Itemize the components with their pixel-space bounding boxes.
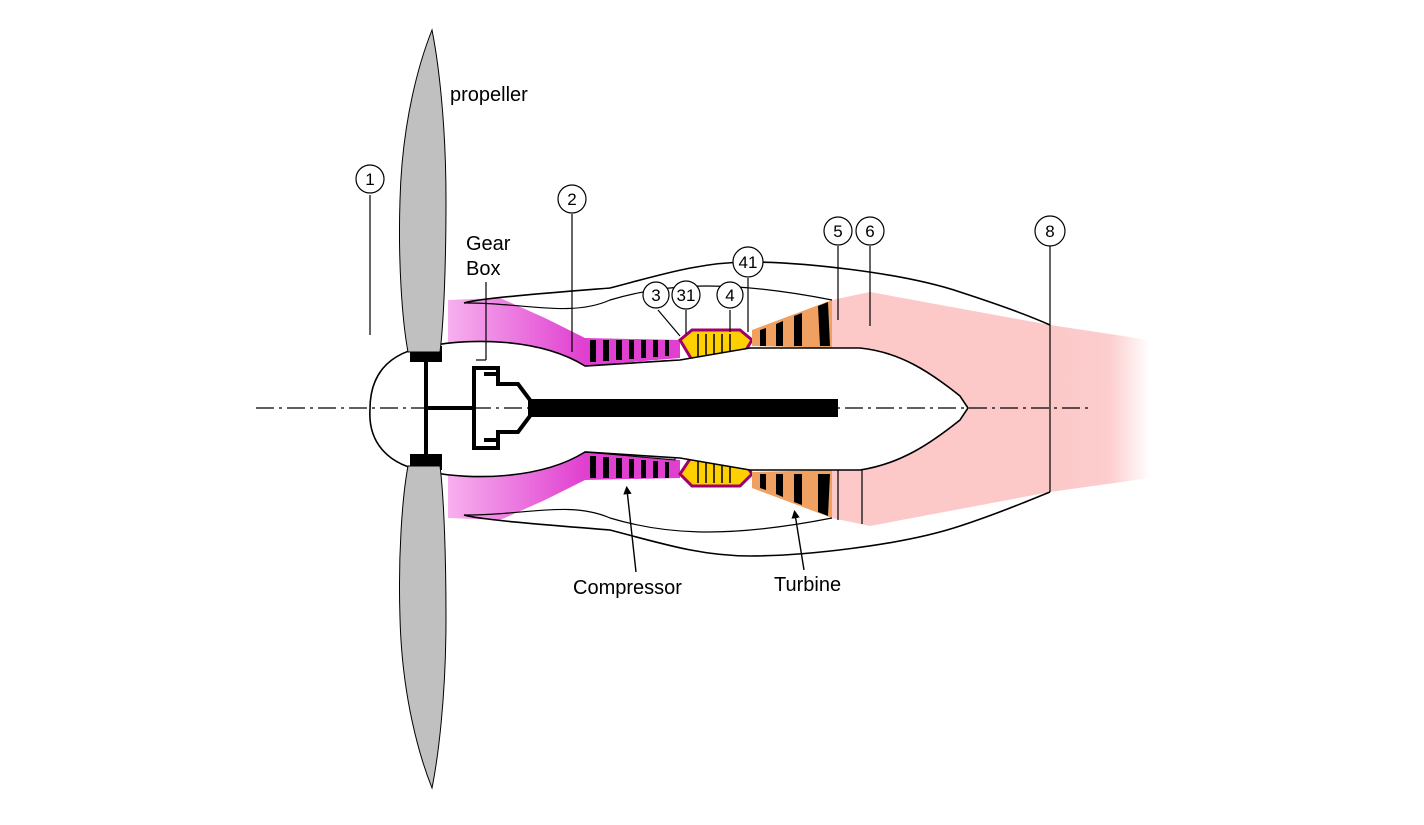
svg-text:31: 31 xyxy=(677,286,696,305)
turbine-blades-bottom xyxy=(760,474,830,516)
station-marker-1: 1 xyxy=(355,164,385,194)
exhaust-plume xyxy=(1050,325,1150,492)
gearbox xyxy=(424,360,532,456)
station-marker-4: 4 xyxy=(716,281,744,309)
turbine-top xyxy=(752,300,832,348)
svg-text:2: 2 xyxy=(567,190,576,209)
cowl-inner-bottom xyxy=(463,508,833,533)
compressor-blades-top xyxy=(590,340,669,362)
turbine-bottom xyxy=(752,470,832,518)
cowl-inner-top xyxy=(463,285,833,310)
svg-text:1: 1 xyxy=(365,170,374,189)
gearbox-label-line2: Box xyxy=(466,258,500,280)
svg-text:8: 8 xyxy=(1045,222,1054,241)
gearbox-label-line1: Gear xyxy=(466,233,511,255)
svg-text:6: 6 xyxy=(865,222,874,241)
main-shaft xyxy=(528,399,838,417)
svg-text:41: 41 xyxy=(739,253,758,272)
svg-text:4: 4 xyxy=(725,286,734,305)
svg-text:5: 5 xyxy=(833,222,842,241)
propeller-blade-top xyxy=(398,28,447,353)
propeller-label: propeller xyxy=(450,84,528,106)
turbine-label: Turbine xyxy=(774,574,841,596)
station-marker-3: 3 xyxy=(642,281,670,309)
station-marker-31: 31 xyxy=(671,280,701,310)
propeller-blade-bottom xyxy=(398,465,447,790)
station-marker-2: 2 xyxy=(557,184,587,214)
turbine-blades-top xyxy=(760,302,830,346)
compressor-blades-bottom xyxy=(590,456,669,478)
compressor-arrow xyxy=(623,485,637,573)
turbine-arrow xyxy=(791,509,805,571)
svg-text:3: 3 xyxy=(651,286,660,305)
nacelle-outer-bottom xyxy=(463,491,1051,557)
station-lines xyxy=(369,195,1051,524)
station-marker-8: 8 xyxy=(1034,215,1066,247)
station-marker-41: 41 xyxy=(732,246,764,278)
compressor-label: Compressor xyxy=(573,577,682,599)
station-marker-6: 6 xyxy=(855,216,885,246)
station-marker-5: 5 xyxy=(823,216,853,246)
